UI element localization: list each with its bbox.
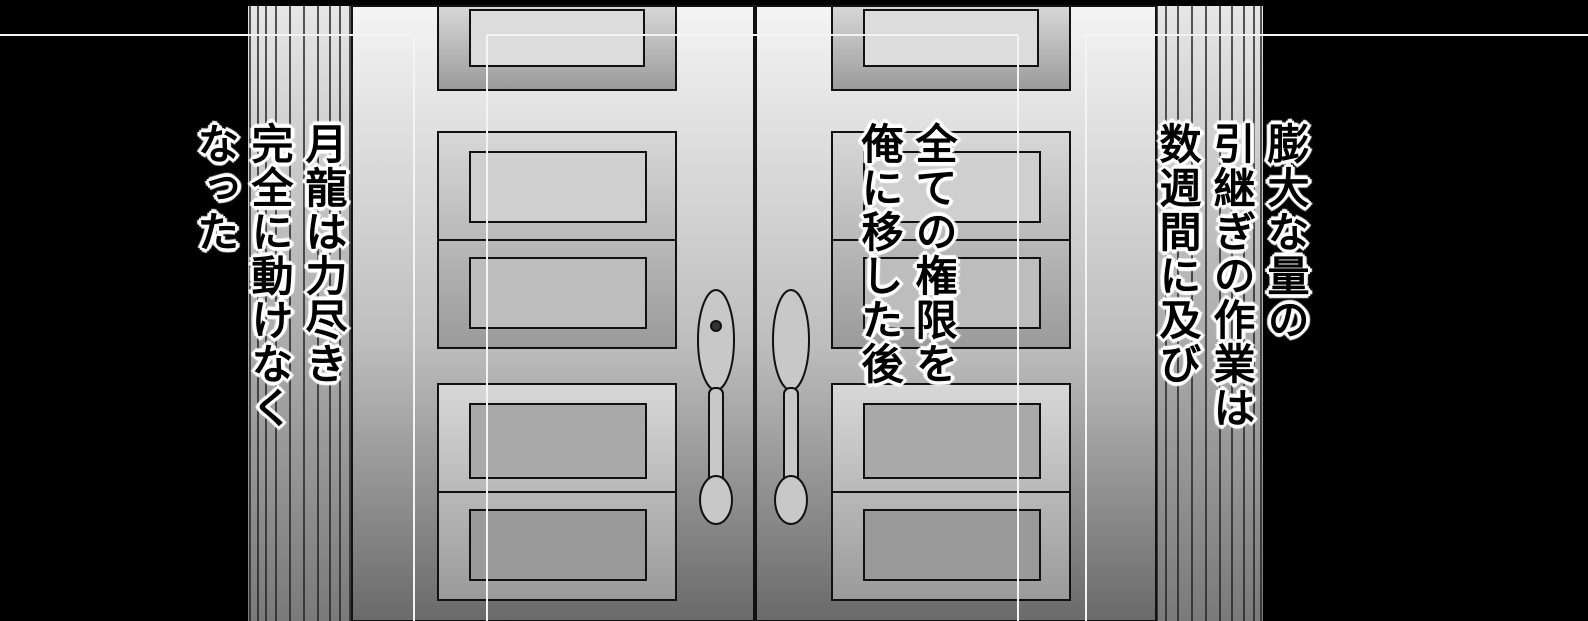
right-door-panels — [831, 5, 1071, 601]
caption-right-line-1: 膨大な量の — [1261, 122, 1310, 342]
panel-border-lines — [0, 34, 1588, 621]
door-handle-icon — [697, 289, 810, 525]
left-door-panels — [437, 5, 677, 601]
caption-left: 月龍は力尽き 完全に動けなく なった — [188, 122, 350, 430]
caption-right-line-2: 引継ぎの作業は — [1207, 122, 1256, 430]
caption-middle: 全ての権限を 俺に移した後 — [852, 122, 960, 386]
right-door-frame — [1155, 6, 1263, 621]
caption-right-line-3: 数週間に及び — [1153, 122, 1202, 386]
caption-right: 膨大な量の 引継ぎの作業は 数週間に及び — [1150, 122, 1312, 430]
caption-left-line-2: 完全に動けなく — [245, 122, 294, 430]
caption-left-line-3: なった — [191, 122, 240, 254]
caption-middle-line-1: 全ての権限を — [909, 122, 958, 386]
left-door-frame — [248, 6, 352, 621]
caption-left-line-1: 月龍は力尽き — [299, 122, 348, 386]
caption-middle-line-2: 俺に移した後 — [855, 122, 904, 386]
